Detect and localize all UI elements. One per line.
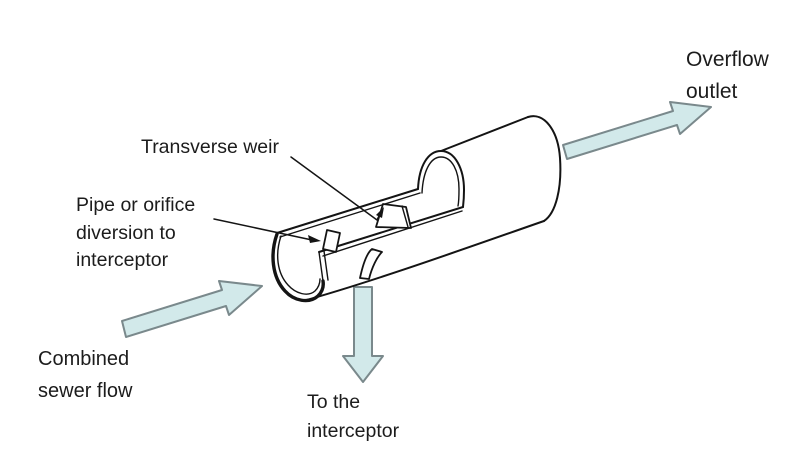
- orifice-leader-arrowhead-icon: [308, 235, 321, 243]
- weir-thickness-line: [401, 205, 409, 228]
- transverse-weir-label: Transverse weir: [141, 134, 279, 162]
- label-line: outlet: [686, 80, 738, 103]
- combined-sewer-flow-label: Combined sewer flow: [38, 343, 132, 407]
- pipe-orifice-diversion-label: Pipe or orifice diversion to interceptor: [76, 192, 195, 275]
- near-wall-cut-face-b: [323, 250, 329, 281]
- near-wall-cut-face-a: [318, 251, 324, 282]
- near-cut-edge-inner: [322, 210, 463, 257]
- far-cut-edge-inner: [279, 192, 421, 238]
- weir-leader-arrowhead-icon: [376, 207, 384, 218]
- near-cut-edge-outer: [318, 206, 464, 253]
- to-interceptor-arrow: [342, 286, 384, 383]
- to-interceptor-label: To the interceptor: [307, 388, 399, 445]
- orifice-leader: [213, 218, 321, 243]
- cutaway-arch-outer: [417, 150, 465, 208]
- weir-leader: [290, 156, 384, 222]
- label-line: Transverse weir: [141, 136, 279, 158]
- label-line: Overflow: [686, 48, 769, 71]
- combined-sewer-flow-arrow: [121, 280, 263, 338]
- far-cut-edge-outer: [276, 188, 419, 234]
- cylinder-top-edge: [440, 116, 529, 152]
- channel-end-arc-outer: [271, 232, 325, 303]
- weir-leader-line: [290, 156, 382, 222]
- label-line: Pipe or orifice: [76, 194, 196, 216]
- label-line: interceptor: [307, 419, 400, 442]
- orifice-leader-line: [213, 218, 313, 241]
- label-line: sewer flow: [38, 380, 133, 402]
- interceptor-opening-shape: [359, 248, 383, 280]
- label-line: interceptor: [76, 249, 169, 271]
- pipe-endcap-mask: [508, 117, 566, 219]
- pipe-outline: [271, 115, 562, 303]
- label-line: diversion to: [76, 221, 176, 244]
- overflow-outlet-label: Overflow outlet: [686, 44, 769, 108]
- overflow-outlet-arrow: [562, 101, 712, 160]
- label-line: To the: [307, 391, 361, 413]
- orifice-box-shape: [322, 229, 341, 253]
- transverse-weir-shape: [375, 203, 412, 229]
- channel-end-arc-inner: [276, 235, 321, 295]
- cylinder-end-cap: [527, 115, 562, 222]
- label-line: Combined: [38, 348, 130, 370]
- cutaway-arch-inner: [421, 156, 460, 207]
- cylinder-bottom-edge: [302, 220, 545, 302]
